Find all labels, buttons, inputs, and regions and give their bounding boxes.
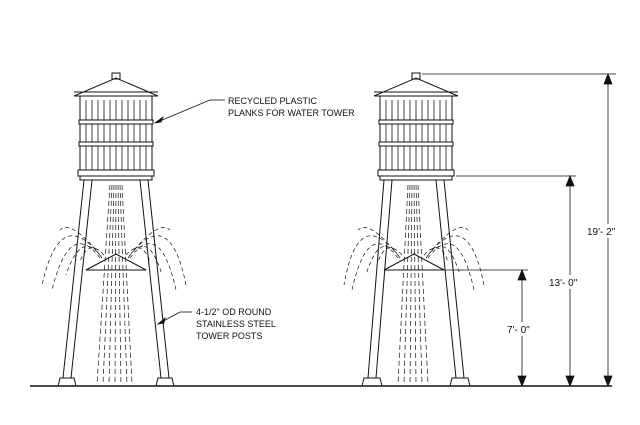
water-tower-right (343, 72, 485, 387)
post-foot-left-1 (57, 377, 77, 387)
tank-roof-right (373, 77, 459, 97)
posts-callout-line-1: 4-1/2" OD ROUND (196, 307, 272, 317)
roof-finial-right (411, 72, 421, 80)
tank-planks-left (85, 100, 147, 176)
planks-callout-line-2: PLANKS FOR WATER TOWER (228, 108, 355, 118)
posts-callout-leader (156, 311, 192, 325)
dimension-overall-label: 19'- 2" (587, 227, 616, 238)
tank-roof-left (73, 77, 159, 97)
tower-posts-left (62, 179, 170, 379)
water-jet-right (397, 184, 429, 385)
spray-arcs-left (41, 227, 187, 291)
tower-posts-right (367, 179, 465, 379)
dimension-cone-label: 7'- 0" (507, 325, 530, 336)
tank-planks-right (385, 100, 447, 176)
tank-bands-left (77, 119, 155, 177)
tank-bands-right (377, 119, 455, 177)
posts-callout-line-2: STAINLESS STEEL (196, 319, 276, 329)
water-tower-left (41, 72, 187, 387)
planks-callout-leader (154, 99, 225, 124)
dimension-tank-base-label: 13'- 0" (549, 278, 578, 289)
splash-cone-right (383, 253, 445, 271)
dimension-extension-lines (422, 73, 616, 271)
planks-callout-line-1: RECYCLED PLASTIC (228, 96, 318, 106)
splash-cone-left (85, 253, 147, 271)
post-foot-left-2 (155, 377, 175, 387)
posts-callout-line-3: TOWER POSTS (196, 331, 262, 341)
post-foot-right-2 (449, 377, 471, 387)
water-jet-left (96, 184, 133, 385)
roof-finial-left (111, 72, 121, 80)
post-foot-right-1 (361, 377, 383, 387)
spray-arcs-right (343, 227, 485, 291)
